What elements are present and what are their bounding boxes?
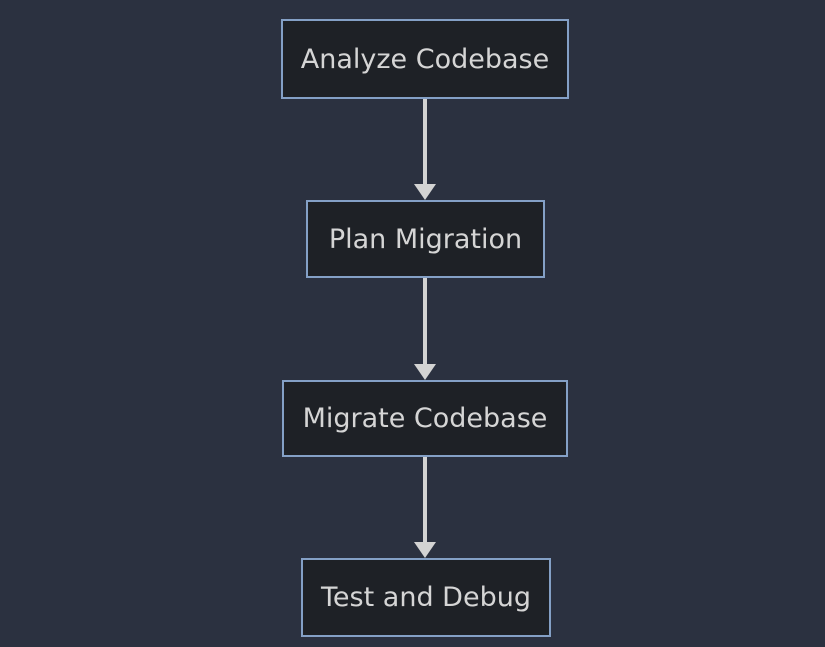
arrow-line (423, 278, 427, 364)
node-label: Analyze Codebase (300, 43, 550, 75)
edge-analyze-to-plan (413, 99, 437, 200)
arrow-line (423, 99, 427, 184)
node-test-and-debug: Test and Debug (301, 558, 551, 637)
node-plan-migration: Plan Migration (306, 200, 545, 278)
node-migrate-codebase: Migrate Codebase (282, 380, 568, 457)
node-label: Test and Debug (321, 582, 531, 613)
arrowhead-icon (414, 542, 436, 558)
node-label: Migrate Codebase (302, 403, 548, 434)
arrowhead-icon (414, 184, 436, 200)
arrow-line (423, 457, 427, 542)
arrowhead-icon (414, 364, 436, 380)
node-label: Plan Migration (328, 223, 523, 255)
node-analyze-codebase: Analyze Codebase (281, 19, 569, 99)
edge-plan-to-migrate (413, 278, 437, 380)
edge-migrate-to-test (413, 457, 437, 558)
